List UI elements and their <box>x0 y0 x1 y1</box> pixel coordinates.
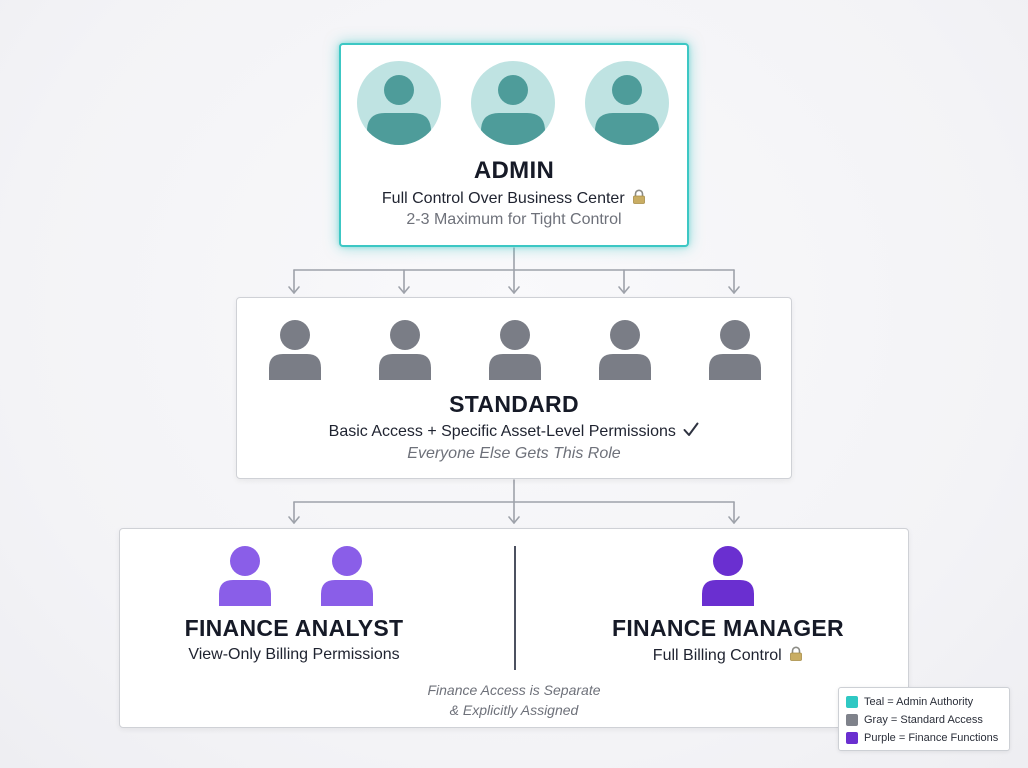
standard-user-icon <box>709 320 761 380</box>
arrowhead-8 <box>728 516 740 524</box>
lock-icon <box>789 646 803 666</box>
standard-subtitle-text: Basic Access + Specific Asset-Level Perm… <box>328 423 676 440</box>
admin-role-title: ADMIN <box>473 157 555 184</box>
color-legend: Teal = Admin Authority Gray = Standard A… <box>838 687 1010 751</box>
legend-item-teal: Teal = Admin Authority <box>846 695 973 709</box>
teal-swatch <box>846 696 858 708</box>
finance-manager-subtitle: Full Billing Control <box>531 646 925 666</box>
standard-role-card: STANDARD Basic Access + Specific Asset-L… <box>236 297 792 479</box>
standard-user-icon <box>489 320 541 380</box>
finance-manager-title: FINANCE MANAGER <box>612 615 844 641</box>
arrowhead-2 <box>398 286 410 294</box>
standard-user-icon <box>599 320 651 380</box>
admin-role-card: ADMIN Full Control Over Business Center … <box>339 43 689 247</box>
standard-user-icon <box>269 320 321 380</box>
checkmark-icon <box>683 422 699 442</box>
finance-divider <box>514 546 516 670</box>
standard-user-icon <box>379 320 431 380</box>
arrowhead-4 <box>618 286 630 294</box>
finance-manager-user-icon <box>702 546 754 606</box>
finance-analyst-user-icon <box>321 546 373 606</box>
arrowhead-6 <box>288 516 300 524</box>
arrowhead-7 <box>508 516 520 524</box>
admin-user-icon <box>471 61 555 145</box>
purple-swatch <box>846 732 858 744</box>
finance-analyst-section: FINANCE ANALYST View-Only Billing Permis… <box>120 529 514 727</box>
lock-icon <box>632 189 646 209</box>
standard-role-note: Everyone Else Gets This Role <box>407 445 621 462</box>
arrowhead-3 <box>508 286 520 294</box>
finance-note-line-1: Finance Access is Separate <box>427 682 601 698</box>
legend-item-purple: Purple = Finance Functions <box>846 731 998 745</box>
admin-user-icon <box>585 61 669 145</box>
standard-role-subtitle: Basic Access + Specific Asset-Level Perm… <box>237 422 791 442</box>
finance-manager-section: FINANCE MANAGER Full Billing Control <box>516 529 910 727</box>
finance-manager-subtitle-text: Full Billing Control <box>652 647 782 664</box>
finance-note-line-2: & Explicitly Assigned <box>449 702 579 718</box>
arrowhead-1 <box>288 286 300 294</box>
standard-role-title: STANDARD <box>449 391 579 417</box>
arrowhead-5 <box>728 286 740 294</box>
legend-label: Gray = Standard Access <box>864 714 983 726</box>
finance-analyst-title: FINANCE ANALYST <box>184 615 404 641</box>
admin-role-note: 2-3 Maximum for Tight Control <box>406 211 622 228</box>
admin-subtitle-text: Full Control Over Business Center <box>381 190 625 207</box>
finance-roles-card: FINANCE ANALYST View-Only Billing Permis… <box>119 528 909 728</box>
legend-label: Teal = Admin Authority <box>864 696 974 708</box>
legend-item-gray: Gray = Standard Access <box>846 713 983 727</box>
admin-user-icon <box>357 61 441 145</box>
gray-swatch <box>846 714 858 726</box>
admin-role-subtitle: Full Control Over Business Center <box>341 189 687 209</box>
legend-label: Purple = Finance Functions <box>864 732 999 744</box>
finance-analyst-user-icon <box>219 546 271 606</box>
finance-analyst-subtitle: View-Only Billing Permissions <box>188 646 400 663</box>
